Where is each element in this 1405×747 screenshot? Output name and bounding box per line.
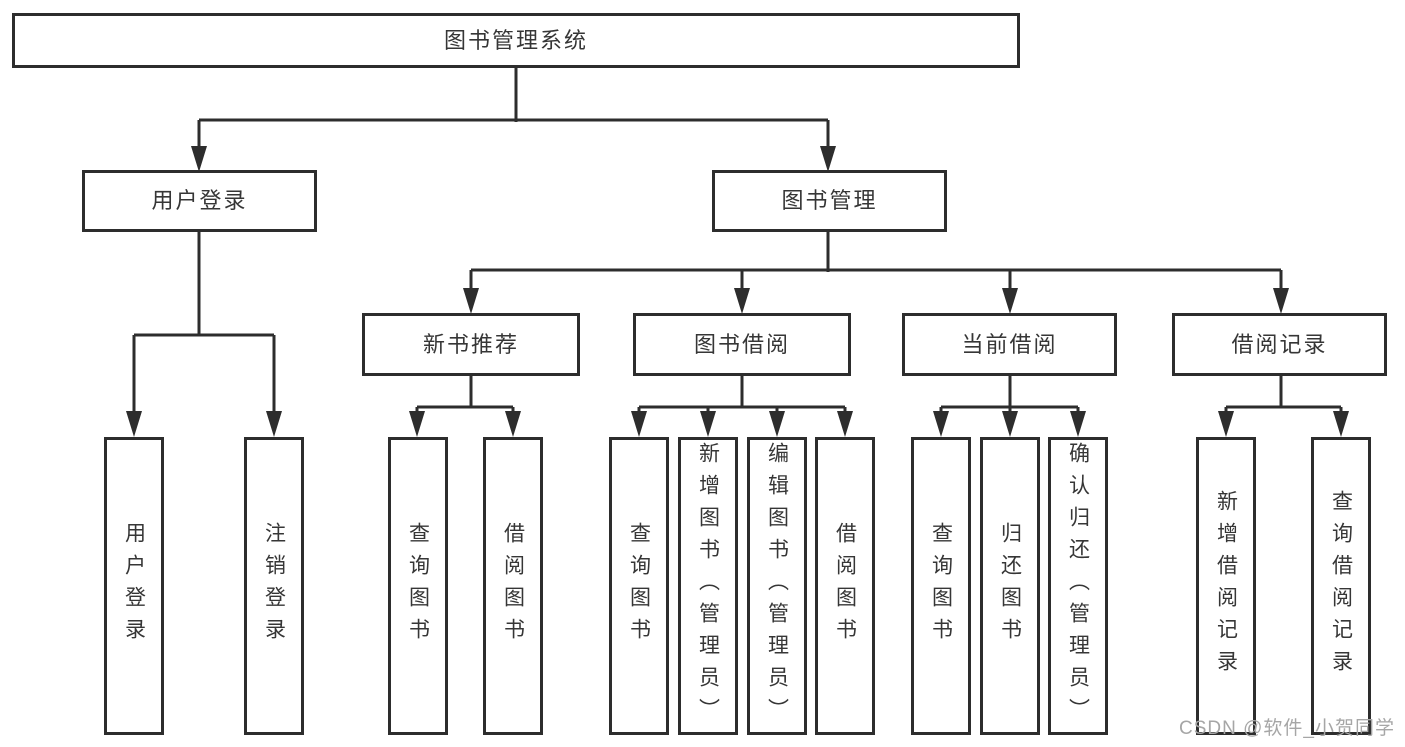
leaf-confirm-return-admin: 确认归还（管理员） (1048, 437, 1108, 735)
leaf-query-book-recommend-label: 查询图书 (406, 522, 430, 650)
leaf-logout-label: 注销登录 (262, 522, 286, 650)
node-root: 图书管理系统 (12, 13, 1020, 68)
leaf-add-borrow-record-label: 新增借阅记录 (1214, 490, 1238, 682)
node-book-management: 图书管理 (712, 170, 947, 232)
node-current-borrow: 当前借阅 (902, 313, 1117, 376)
leaf-user-login: 用户登录 (104, 437, 164, 735)
leaf-borrow-book: 借阅图书 (815, 437, 875, 735)
leaf-return-book-label: 归还图书 (998, 522, 1022, 650)
node-user-login: 用户登录 (82, 170, 317, 232)
leaf-query-borrow-record-label: 查询借阅记录 (1329, 490, 1353, 682)
node-new-book-recommend-label: 新书推荐 (422, 331, 519, 357)
node-book-borrow: 图书借阅 (633, 313, 851, 376)
leaf-edit-book-admin: 编辑图书（管理员） (747, 437, 807, 735)
node-book-borrow-label: 图书借阅 (693, 331, 790, 357)
leaf-add-borrow-record: 新增借阅记录 (1196, 437, 1256, 735)
leaf-edit-book-admin-label: 编辑图书（管理员） (765, 442, 789, 730)
node-current-borrow-label: 当前借阅 (961, 331, 1058, 357)
leaf-query-book-recommend: 查询图书 (388, 437, 448, 735)
arrowheads (126, 146, 1349, 437)
leaf-borrow-book-label: 借阅图书 (833, 522, 857, 650)
leaf-logout: 注销登录 (244, 437, 304, 735)
leaf-query-borrow-record: 查询借阅记录 (1311, 437, 1371, 735)
node-book-management-label: 图书管理 (781, 188, 878, 213)
leaf-add-book-admin-label: 新增图书（管理员） (696, 442, 720, 730)
node-root-label: 图书管理系统 (443, 27, 588, 53)
leaf-query-book-current-label: 查询图书 (929, 522, 953, 650)
watermark: CSDN @软件_小贺同学 (1179, 718, 1395, 739)
leaf-user-login-label: 用户登录 (122, 522, 146, 650)
leaf-borrow-book-recommend-label: 借阅图书 (501, 522, 525, 650)
leaf-query-book-current: 查询图书 (911, 437, 971, 735)
leaf-query-book-borrow: 查询图书 (609, 437, 669, 735)
leaf-borrow-book-recommend: 借阅图书 (483, 437, 543, 735)
node-borrow-records: 借阅记录 (1172, 313, 1387, 376)
node-borrow-records-label: 借阅记录 (1231, 331, 1328, 357)
node-user-login-label: 用户登录 (151, 188, 248, 213)
leaf-add-book-admin: 新增图书（管理员） (678, 437, 738, 735)
leaf-return-book: 归还图书 (980, 437, 1040, 735)
leaf-query-book-borrow-label: 查询图书 (627, 522, 651, 650)
node-new-book-recommend: 新书推荐 (362, 313, 580, 376)
leaf-confirm-return-admin-label: 确认归还（管理员） (1066, 442, 1090, 730)
